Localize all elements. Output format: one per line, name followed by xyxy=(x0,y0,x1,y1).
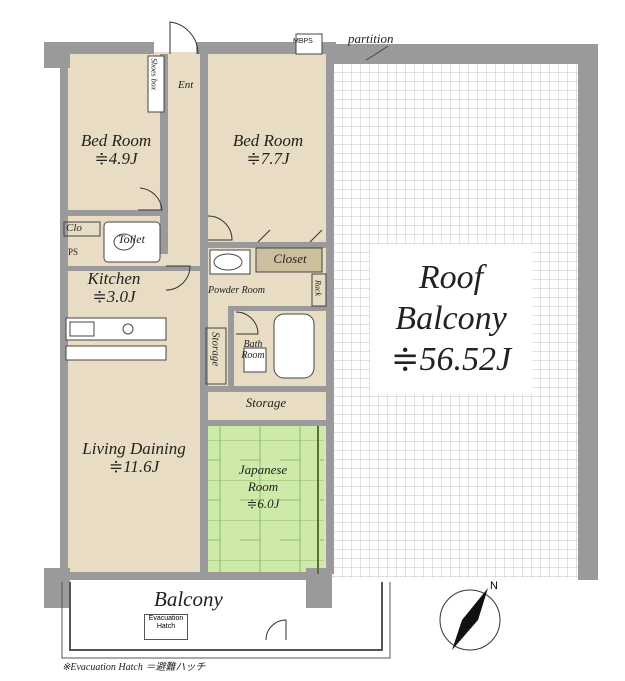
fixtures xyxy=(65,33,323,379)
evacuation-hatch-line-1: Evacuation xyxy=(148,615,184,622)
living-dining-name: Living Daining xyxy=(82,439,186,458)
rack-label: Rack xyxy=(313,280,323,296)
entrance-label: Ent xyxy=(178,79,194,91)
kitchen-name: Kitchen xyxy=(87,269,141,288)
bedroom-1-size: ≑4.9J xyxy=(94,148,138,168)
bedroom-1-name: Bed Room xyxy=(80,131,152,150)
roof-balcony-line-2: Balcony xyxy=(395,299,507,337)
living-dining-size: ≑11.6J xyxy=(108,456,160,476)
kitchen-size: ≑3.0J xyxy=(92,286,136,306)
japanese-room-label: Japanese Room ≑6.0J xyxy=(208,462,318,513)
door-swings xyxy=(138,21,323,641)
bath-room-name-1: Bath xyxy=(243,339,263,350)
balcony-label: Balcony xyxy=(154,587,223,611)
partition-leader xyxy=(365,45,389,61)
closet-fill xyxy=(256,248,322,272)
evacuation-hatch: Evacuation Hatch xyxy=(144,614,188,640)
compass-north-label: N xyxy=(490,580,498,592)
mbps-label: MBPS xyxy=(293,38,313,45)
japanese-room-name-2: Room xyxy=(247,478,279,494)
powder-room-label: Powder Room xyxy=(208,285,265,296)
storage-label: Storage xyxy=(245,395,287,410)
roof-balcony-size: ≑56.52J xyxy=(390,340,512,378)
roof-balcony-label: Roof Balcony ≑56.52J xyxy=(370,244,532,395)
main-balcony xyxy=(61,582,391,659)
ps-label: PS xyxy=(68,247,79,257)
evacuation-hatch-note: ※Evacuation Hatch ＝避難ハッチ xyxy=(62,662,206,673)
japanese-room-name-1: Japanese xyxy=(238,462,288,477)
closet-label: Closet xyxy=(273,251,307,266)
bedroom-2-label: Bed Room ≑7.7J xyxy=(210,132,326,168)
roof-balcony-line-1: Roof xyxy=(418,259,484,296)
kitchen-label: Kitchen ≑3.0J xyxy=(68,270,160,306)
clo-label: Clo xyxy=(66,222,82,234)
japanese-room-tatami xyxy=(206,426,324,574)
bedroom-1-label: Bed Room ≑4.9J xyxy=(70,132,162,168)
compass-needle xyxy=(452,588,488,650)
storage-vertical-label: Storage xyxy=(209,332,222,367)
closet-lines xyxy=(63,221,327,385)
evacuation-hatch-line-2: Hatch xyxy=(156,622,176,630)
bath-room-label: Bath Room xyxy=(238,339,268,361)
bedroom-2-name: Bed Room xyxy=(232,131,304,150)
toilet-label: Toilet xyxy=(118,232,145,246)
bedroom-2-size: ≑7.7J xyxy=(246,148,290,168)
compass xyxy=(439,588,501,651)
partition-label: partition xyxy=(348,31,394,46)
shoes-box-label: Shoes box xyxy=(149,58,159,91)
living-dining-label: Living Daining ≑11.6J xyxy=(66,440,202,476)
japanese-room-size: ≑6.0J xyxy=(246,495,280,511)
bath-room-name-2: Room xyxy=(241,349,265,361)
